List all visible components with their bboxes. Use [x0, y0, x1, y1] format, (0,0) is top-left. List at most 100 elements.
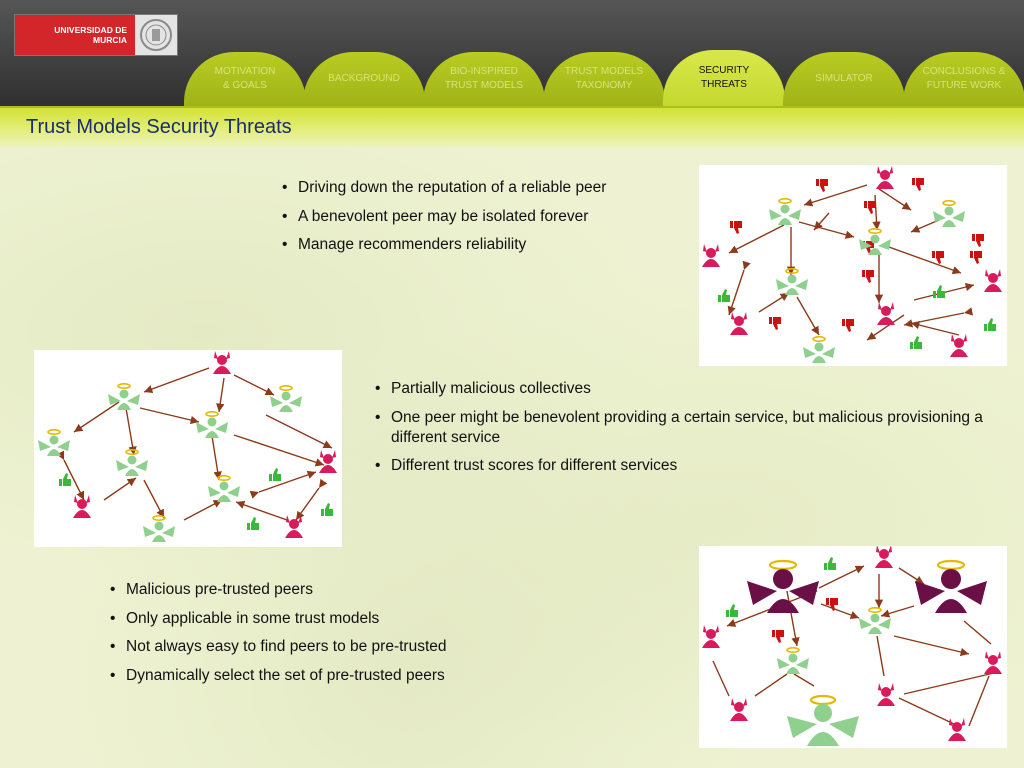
thumbs-down-icon [912, 178, 924, 191]
thumbs-up-icon [718, 289, 730, 302]
tab-label: TRUST MODELS TAXONOMY [564, 66, 644, 91]
thumbs-down-icon [932, 251, 944, 264]
devil-peer-icon [877, 302, 895, 325]
bullet-item: Dynamically select the set of pre-truste… [108, 666, 588, 686]
angel-peer-icon [108, 382, 140, 410]
devil-peer-icon [213, 351, 231, 374]
tab-label: CONCLUSIONS & FUTURE WORK [922, 66, 1006, 91]
trust-edge [139, 407, 200, 425]
bullet-item: Manage recommenders reliability [280, 235, 690, 255]
trust-edge [898, 697, 955, 725]
angel-peer-icon [116, 448, 148, 476]
trust-edge [876, 635, 885, 677]
tab-bio-inspired-trust-models[interactable]: BIO-INSPIRED TRUST MODELS [423, 52, 545, 106]
devil-peer-icon [730, 312, 748, 335]
network-diagram-svg [38, 351, 337, 542]
trust-edge [758, 292, 790, 313]
bullet-item: Only applicable in some trust models [108, 609, 588, 629]
angel-peer-icon [803, 335, 835, 363]
devil-peer-icon [702, 244, 720, 267]
tab-conclusions-future-work[interactable]: CONCLUSIONS & FUTURE WORK [903, 52, 1024, 106]
trust-edge [143, 479, 165, 519]
angel-peer-icon [777, 646, 809, 674]
tab-label: SECURITY THREATS [698, 65, 750, 90]
tab-label: BACKGROUND [328, 73, 400, 84]
devil-peer-icon [877, 683, 895, 706]
devil-peer-icon [984, 651, 1002, 674]
trust-edge [295, 478, 328, 521]
thumbs-down-icon [826, 598, 838, 611]
logo-line-1: UNIVERSIDAD DE [54, 25, 127, 35]
bullet-list-collectives: Partially malicious collectives One peer… [373, 379, 1003, 485]
trust-edge [796, 296, 820, 336]
trust-edge [818, 565, 865, 589]
bullet-item: Partially malicious collectives [373, 379, 1003, 399]
tab-trust-models-taxonomy[interactable]: TRUST MODELS TAXONOMY [543, 52, 665, 106]
university-logo[interactable]: UNIVERSIDAD DE MURCIA [14, 14, 178, 56]
trust-edge [903, 672, 995, 695]
thumbs-up-icon [247, 517, 259, 530]
trust-edge [893, 635, 970, 657]
tab-security-threats[interactable]: SECURITY THREATS [663, 50, 785, 106]
trust-edge [73, 401, 120, 433]
angel-peer-icon [933, 199, 965, 227]
trust-edge [878, 188, 912, 211]
trust-edge [888, 246, 962, 275]
tab-motivation-goals[interactable]: MOTIVATION & GOALS [184, 52, 306, 106]
angel-peer-icon [270, 384, 302, 412]
logo-line-2: MURCIA [93, 35, 127, 45]
angel-peer-icon [143, 514, 175, 542]
network-diagram-reputation [699, 165, 1007, 366]
trust-edge [727, 260, 751, 316]
tab-background[interactable]: BACKGROUND [303, 52, 425, 106]
thumbs-down-icon [972, 234, 984, 247]
thumbs-up-icon [910, 336, 922, 349]
tab-label: MOTIVATION & GOALS [214, 66, 276, 91]
thumbs-down-icon [772, 630, 784, 643]
thumbs-down-icon [730, 221, 742, 234]
trust-edge [910, 320, 960, 336]
angel-peer-icon [776, 267, 808, 295]
trust-edge [125, 407, 137, 456]
trust-edge [233, 434, 325, 467]
page-title: Trust Models Security Threats [26, 116, 292, 138]
trust-edge [803, 184, 868, 207]
trust-edge [963, 620, 992, 645]
trust-edge [265, 414, 333, 449]
trust-edge [211, 435, 222, 481]
bullet-item: Different trust scores for different ser… [373, 456, 1003, 476]
thumbs-down-icon [864, 201, 876, 214]
trust-edge [880, 605, 915, 618]
bullet-item: A benevolent peer may be isolated foreve… [280, 207, 690, 227]
devil-peer-icon [73, 495, 91, 518]
thumbs-up-icon [726, 604, 738, 617]
title-band [0, 106, 1024, 148]
trust-edge [754, 673, 788, 697]
devil-peer-icon [702, 625, 720, 648]
thumbs-up-icon [321, 503, 333, 516]
angel-peer-icon [859, 227, 891, 255]
thumbs-up-icon [933, 285, 945, 298]
trust-edge [233, 374, 275, 396]
bullet-item: Not always easy to find peers to be pre-… [108, 637, 588, 657]
trust-edge [910, 219, 940, 233]
thumbs-up-icon [59, 473, 71, 486]
network-diagram-svg [702, 546, 1002, 746]
thumbs-down-icon [816, 179, 828, 192]
angel-peer-icon [196, 410, 228, 438]
pretrusted-angel-icon [787, 694, 859, 746]
trust-edge [866, 314, 905, 341]
angel-peer-icon [859, 606, 891, 634]
bullet-item: Malicious pre-trusted peers [108, 580, 588, 600]
network-diagram-collectives [34, 350, 342, 547]
devil-peer-icon [875, 546, 893, 568]
trust-edge [103, 477, 137, 501]
network-diagram-pretrusted [699, 546, 1007, 748]
trust-edge [898, 567, 925, 585]
tab-simulator[interactable]: SIMULATOR [783, 52, 905, 106]
thumbs-up-icon [984, 318, 996, 331]
angel-peer-icon [208, 474, 240, 502]
trust-edge [786, 590, 800, 647]
thumbs-down-icon [842, 319, 854, 332]
seal-icon [135, 15, 177, 55]
